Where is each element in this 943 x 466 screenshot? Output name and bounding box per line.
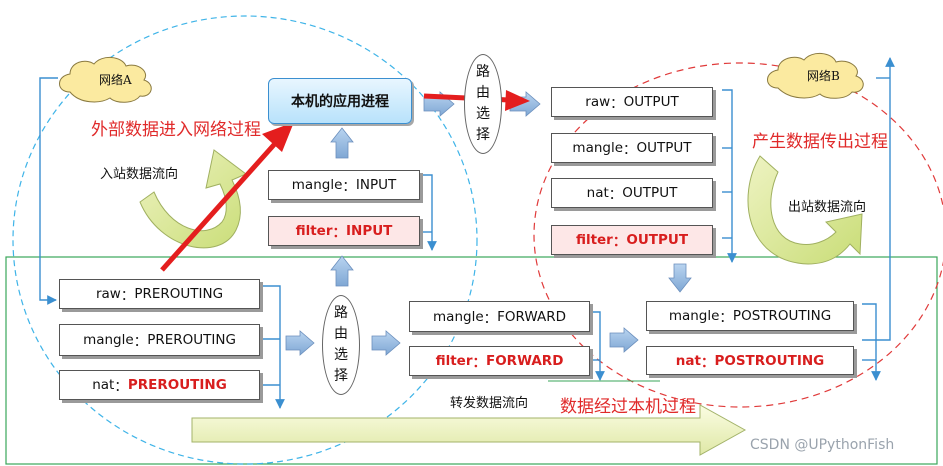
chain-name: PREROUTING	[134, 286, 224, 302]
table-name: filter	[575, 232, 613, 248]
chain-name: INPUT	[355, 177, 397, 193]
chain-filter-output: filter：OUTPUT	[551, 225, 713, 255]
label-outbound-flow: 出站数据流向	[788, 200, 867, 215]
right-arrow-prerouting-to-route	[285, 330, 315, 356]
chain-name: OUTPUT	[626, 232, 689, 248]
chain-filter-forward: filter：FORWARD	[409, 346, 590, 376]
chain-name: INPUT	[346, 223, 393, 239]
table-name: mangle	[291, 177, 343, 193]
chain-nat-output: nat：OUTPUT	[551, 178, 713, 208]
table-name: mangle	[668, 308, 720, 324]
network-b-label: 网络B	[807, 69, 840, 83]
table-name: filter	[435, 353, 473, 369]
outbound-curve-arrow	[747, 155, 863, 265]
chain-name: PREROUTING	[147, 332, 236, 348]
up-arrow-input-to-app	[330, 127, 354, 159]
up-arrow-route-to-input	[330, 255, 354, 287]
label-forward-flow: 转发数据流向	[450, 396, 529, 411]
table-name: nat	[586, 185, 609, 201]
inbound-circle	[12, 15, 478, 465]
table-name: filter	[295, 223, 333, 239]
table-name: raw	[585, 94, 611, 110]
down-arrow-output-to-postrouting	[668, 263, 692, 293]
chain-name: POSTROUTING	[732, 308, 832, 324]
table-name: mangle	[572, 140, 624, 156]
cloud-a-shape	[59, 57, 152, 103]
cloud-b-shape	[767, 53, 864, 99]
chain-mangle-prerouting: mangle：PREROUTING	[59, 324, 260, 356]
route-select-top: 路由选择	[464, 54, 502, 154]
chain-mangle-forward: mangle：FORWARD	[409, 301, 590, 332]
chain-raw-prerouting: raw：PREROUTING	[59, 279, 260, 309]
label-pass-through: 数据经过本机过程	[560, 397, 696, 417]
label-external-in: 外部数据进入网络过程	[91, 120, 261, 140]
right-arrow-route-to-forward	[371, 330, 401, 356]
forward-flow-arrow	[191, 404, 747, 456]
network-a-label: 网络A	[99, 73, 132, 87]
chain-nat-postrouting: nat：POSTROUTING	[646, 346, 854, 375]
chain-mangle-output: mangle：OUTPUT	[551, 133, 713, 163]
table-name: mangle	[433, 308, 484, 325]
chain-filter-input: filter：INPUT	[268, 216, 420, 246]
forward-region-frame	[5, 256, 938, 465]
table-name: raw	[95, 286, 121, 302]
chain-mangle-postrouting: mangle：POSTROUTING	[646, 301, 854, 331]
chain-name: PREROUTING	[127, 377, 227, 393]
right-arrow-forward-to-postrouting	[609, 327, 639, 353]
local-app-process: 本机的应用进程	[268, 78, 412, 124]
chain-name: OUTPUT	[622, 185, 678, 201]
table-name: nat	[675, 352, 701, 369]
chain-raw-output: raw：OUTPUT	[551, 87, 713, 117]
label-generate-out: 产生数据传出过程	[752, 132, 888, 152]
chain-nat-prerouting: nat：PREROUTING	[59, 370, 260, 400]
label-inbound-flow: 入站数据流向	[100, 167, 179, 182]
chain-name: FORWARD	[485, 353, 564, 369]
route-select-bottom: 路由选择	[322, 295, 360, 395]
route-select-top-text: 路由选择	[476, 64, 490, 143]
chain-name: OUTPUT	[623, 94, 679, 110]
chain-name: POSTROUTING	[714, 352, 825, 369]
chain-mangle-input: mangle：INPUT	[268, 170, 420, 200]
outbound-circle	[533, 62, 943, 408]
chain-name: OUTPUT	[636, 140, 692, 156]
inbound-line	[39, 77, 58, 305]
route-select-bottom-text: 路由选择	[334, 305, 348, 384]
table-name: mangle	[83, 332, 134, 348]
chain-name: FORWARD	[497, 308, 566, 325]
watermark: CSDN @UPythonFish	[750, 437, 895, 453]
table-name: nat	[92, 377, 115, 393]
